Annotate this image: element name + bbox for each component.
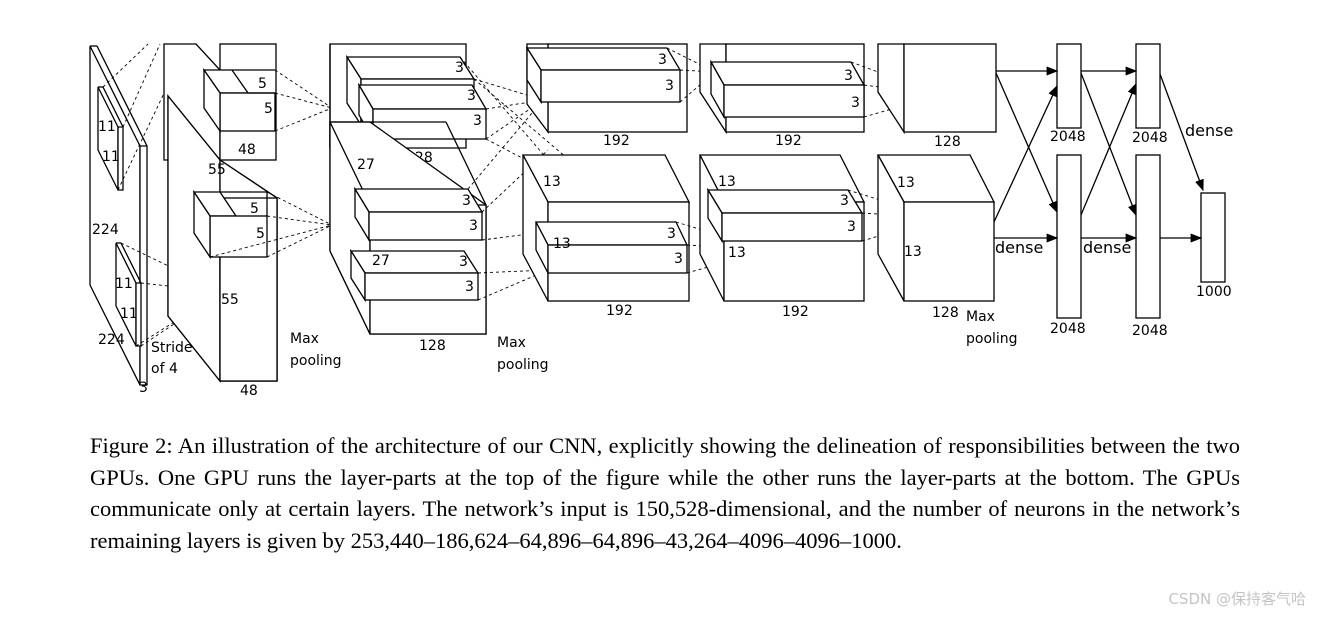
kernel3-label: 3 xyxy=(840,193,849,209)
kernel3-label: 3 xyxy=(665,78,674,94)
kernel3-label: 3 xyxy=(667,226,676,242)
kernel3-label: 3 xyxy=(847,219,856,235)
conv4-depth-bottom-label: 192 xyxy=(782,304,809,320)
alexnet-architecture-diagram: 11 11 11 11 224 224 3 Stride of 4 5 5 48 xyxy=(89,43,1233,399)
figure-caption: Figure 2: An illustration of the archite… xyxy=(90,430,1240,556)
input-height-label: 224 xyxy=(92,222,119,238)
conv3-top-block: 3 3 192 xyxy=(525,43,688,149)
kernel5-label: 5 xyxy=(256,226,265,242)
kernel3-label: 3 xyxy=(455,60,464,76)
conv1-bottom-block: 5 5 55 55 48 xyxy=(167,94,278,399)
kernel3-label: 3 xyxy=(844,68,853,84)
conv5-size-label: 13 xyxy=(904,244,922,260)
fc7-top-size-label: 2048 xyxy=(1132,130,1168,146)
figure-caption-text: An illustration of the architecture of o… xyxy=(90,433,1240,553)
conv4-top-block: 3 3 192 xyxy=(699,43,866,149)
conv5-size-label: 13 xyxy=(897,175,915,191)
conv3-bottom-block: 13 13 3 3 192 xyxy=(521,154,691,319)
conv1-kernel-label: 11 xyxy=(120,306,138,322)
kernel3-label: 3 xyxy=(462,193,471,209)
maxpool-label: Max xyxy=(497,335,526,351)
kernel3-label: 3 xyxy=(467,88,476,104)
conv2-size-label: 27 xyxy=(357,157,375,173)
stride-label: Stride xyxy=(151,340,193,356)
kernel3-label: 3 xyxy=(674,251,683,267)
watermark: CSDN @保持客气哈 xyxy=(1168,590,1306,608)
conv4-bottom-block: 13 13 3 3 192 xyxy=(698,154,866,320)
maxpool-label: pooling xyxy=(966,331,1018,347)
conv2-size-label: 27 xyxy=(372,253,390,269)
input-depth-label: 3 xyxy=(139,380,148,396)
figure-caption-label: Figure 2: xyxy=(90,433,173,458)
kernel3-label: 3 xyxy=(658,52,667,68)
conv1-top-block: 5 5 48 xyxy=(163,43,277,161)
fc7-top xyxy=(1135,43,1161,129)
kernel3-label: 3 xyxy=(465,279,474,295)
kernel3-label: 3 xyxy=(473,113,482,129)
fc7-bottom xyxy=(1135,154,1161,319)
maxpool-label: Max xyxy=(966,309,995,325)
conv3-depth-bottom-label: 192 xyxy=(606,303,633,319)
conv5-depth-bottom-label: 128 xyxy=(932,305,959,321)
kernel5-label: 5 xyxy=(258,76,267,92)
dense-label: dense xyxy=(1185,121,1233,140)
maxpool-label: pooling xyxy=(497,357,549,373)
conv1-kernel-label: 11 xyxy=(115,276,133,292)
maxpool-label: Max xyxy=(290,331,319,347)
conv2-depth-bottom-label: 128 xyxy=(419,338,446,354)
kernel3-label: 3 xyxy=(469,218,478,234)
conv1-kernel-label: 11 xyxy=(102,149,120,165)
conv3-size-label: 13 xyxy=(553,236,571,252)
conv3-depth-top-label: 192 xyxy=(603,133,630,149)
stride-value-label: of 4 xyxy=(151,361,178,377)
conv5-depth-top-label: 128 xyxy=(934,134,961,150)
conv1-connections xyxy=(209,69,333,258)
conv5-top-block: 128 xyxy=(877,43,997,150)
dense-layers: 2048 2048 2048 2048 1000 dense dense den… xyxy=(993,43,1233,339)
fc6-bottom-size-label: 2048 xyxy=(1050,321,1086,337)
dense-label: dense xyxy=(1083,238,1131,257)
conv4-depth-top-label: 192 xyxy=(775,133,802,149)
conv1-kernel-label: 11 xyxy=(98,119,116,135)
conv1-depth-top-label: 48 xyxy=(238,142,256,158)
kernel5-label: 5 xyxy=(250,201,259,217)
input-image-block: 11 11 11 11 224 224 3 Stride of 4 xyxy=(89,45,193,396)
fc7-bottom-size-label: 2048 xyxy=(1132,323,1168,339)
maxpool-label: pooling xyxy=(290,353,342,369)
conv3-size-label: 13 xyxy=(543,174,561,190)
conv4-size-label: 13 xyxy=(728,245,746,261)
conv5-bottom-block: 13 13 128 xyxy=(876,154,996,321)
conv1-width-label: 55 xyxy=(221,292,239,308)
kernel3-label: 3 xyxy=(459,254,468,270)
conv1-height-label: 55 xyxy=(208,162,226,178)
conv1-depth-bottom-label: 48 xyxy=(240,383,258,399)
fc6-top xyxy=(1056,43,1082,129)
input-width-label: 224 xyxy=(98,332,125,348)
conv4-size-label: 13 xyxy=(718,174,736,190)
output-layer xyxy=(1200,192,1226,283)
dense-label: dense xyxy=(995,238,1043,257)
fc6-bottom xyxy=(1056,154,1082,319)
output-size-label: 1000 xyxy=(1196,284,1232,300)
fc6-top-size-label: 2048 xyxy=(1050,129,1086,145)
conv2-bottom-block: 27 27 3 3 3 3 128 xyxy=(329,121,487,354)
kernel3-label: 3 xyxy=(851,95,860,111)
kernel5-label: 5 xyxy=(264,101,273,117)
